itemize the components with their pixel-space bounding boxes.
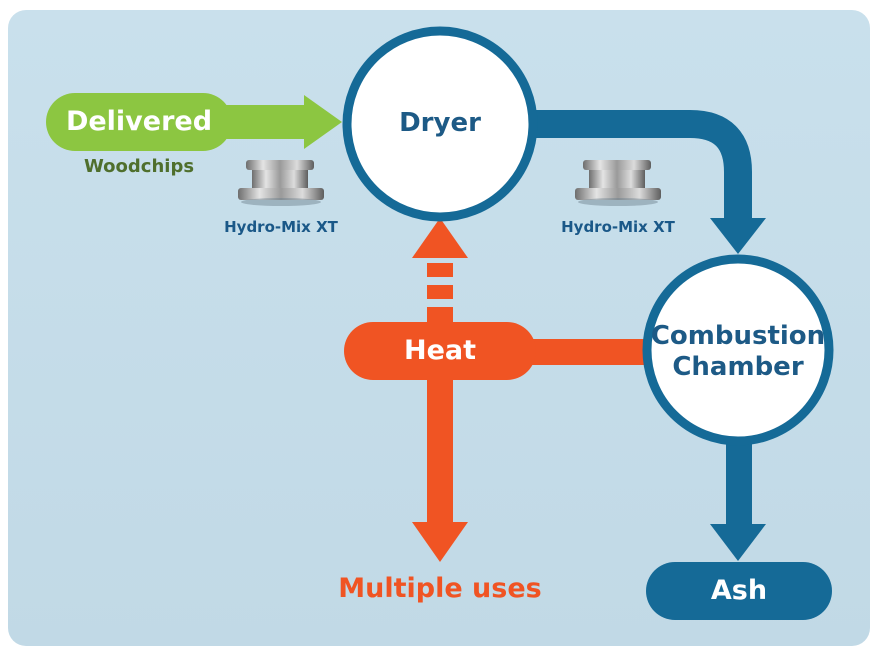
dryer-to-combustion-arrow (532, 110, 766, 254)
delivered-flow-arrow (46, 93, 342, 151)
woodchips-label: Woodchips (83, 156, 195, 177)
combustion-label-line2: Chamber (672, 352, 804, 382)
product-label-left: Hydro-Mix XT (224, 218, 338, 236)
heat-node (344, 322, 536, 380)
delivered-label: Delivered (65, 106, 213, 137)
dryer-node (342, 26, 538, 222)
product-label-right: Hydro-Mix XT (561, 218, 675, 236)
dryer-label: Dryer (399, 108, 481, 138)
mixer-device-icon (238, 160, 324, 206)
multiple-uses-label: Multiple uses (338, 573, 542, 604)
heat-to-uses-arrow (412, 375, 468, 562)
combustion-label-line1: Combustion (650, 321, 826, 351)
combustion-chamber-node (642, 254, 834, 446)
mixer-device-icon (575, 160, 661, 206)
ash-label: Ash (710, 575, 768, 606)
ash-node (646, 562, 832, 620)
heat-label: Heat (403, 335, 477, 366)
combustion-to-ash-arrow (710, 444, 766, 561)
heat-to-dryer-arrow (412, 218, 468, 323)
